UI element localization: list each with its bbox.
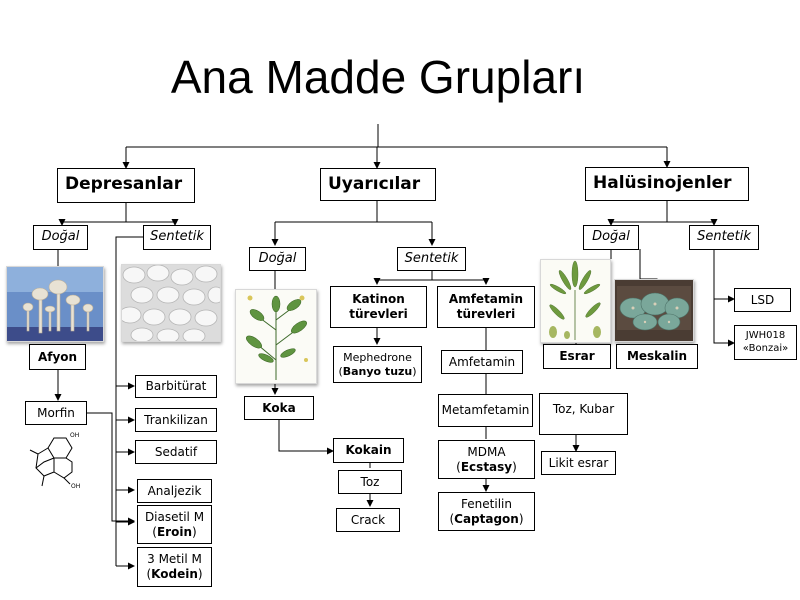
item-katinon: Katinon türevleri [330,286,427,328]
item-morfin: Morfin [25,401,87,425]
depresanlar-sentetik: Sentetik [143,225,211,250]
item-toz: Toz [338,470,402,494]
item-meskalin: Meskalin [616,344,698,369]
item-metil: 3 Metil M (Kodein) [137,547,212,587]
item-koka: Koka [244,396,314,420]
category-halusinojenler: Halüsinojenler [585,167,749,201]
item-mdma: MDMA (Ecstasy) [438,440,535,479]
item-metamfetamin: Metamfetamin [438,394,533,427]
coca-plant-image [235,289,317,384]
depresanlar-dogal: Doğal [33,225,88,250]
pills-icon [118,264,225,344]
item-afyon: Afyon [29,344,86,370]
item-lsd: LSD [734,288,791,312]
uyaricilar-dogal: Doğal [249,247,306,271]
item-crack: Crack [336,508,400,532]
item-likit-esrar: Likit esrar [541,451,616,475]
page-title: Ana Madde Grupları [170,51,586,103]
item-kokain: Kokain [333,438,404,463]
category-depresanlar: Depresanlar [57,168,195,203]
item-sedatif: Sedatif [135,440,217,464]
cannabis-leaf-icon [541,260,610,342]
morphine-oh-label-top: OH [70,432,79,439]
mushroom-icon [7,267,103,341]
pills-image [118,264,225,344]
item-analjezik: Analjezik [137,479,212,503]
item-amfetamin-turevleri: Amfetamin türevleri [437,286,535,328]
item-barbiturat: Barbitürat [135,375,217,398]
item-mephedrone: Mephedrone (Banyo tuzu) [333,346,422,383]
halusinojenler-sentetik: Sentetik [689,225,759,250]
item-jwh018: JWH018 «Bonzai» [734,325,797,360]
item-toz-kubar: Toz, Kubar [539,393,628,435]
item-fenetilin: Fenetilin (Captagon) [438,492,535,531]
cannabis-image [540,259,611,343]
item-diasetil: Diasetil M (Eroin) [137,505,212,544]
item-esrar: Esrar [543,344,611,369]
mushroom-image [6,266,104,342]
morphine-oh-label-bottom: OH [71,483,80,490]
coca-leaf-icon [236,290,316,383]
item-amfetamin: Amfetamin [441,350,523,374]
item-trankilizan: Trankilizan [135,408,217,432]
category-uyaricilar: Uyarıcılar [320,168,436,201]
peyote-image [614,279,694,342]
uyaricilar-sentetik: Sentetik [397,247,466,271]
peyote-cactus-icon [615,280,693,341]
morphine-structure-icon: OH OH [29,432,80,490]
halusinojenler-dogal: Doğal [583,225,639,250]
